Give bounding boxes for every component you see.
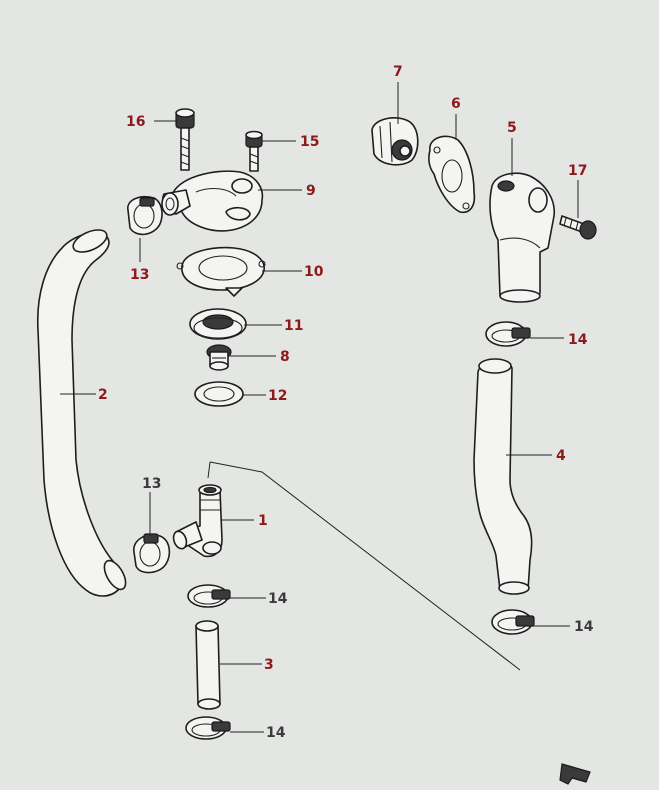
callout-14-right-lower: 14 (574, 619, 594, 635)
part-5-water-outlet (489, 172, 555, 303)
callout-2: 2 (98, 387, 108, 403)
callout-1: 1 (258, 513, 268, 529)
callout-5: 5 (507, 120, 517, 136)
leader-lines (60, 82, 579, 733)
connector-icon (559, 763, 591, 785)
callout-17: 17 (568, 163, 587, 179)
callout-6: 6 (451, 96, 461, 112)
callout-11: 11 (284, 318, 303, 334)
part-11-seal (189, 308, 247, 340)
part-13-upper-clamp (127, 195, 163, 236)
part-14-clamp-a (187, 584, 231, 608)
callouts: 16 15 9 13 10 11 8 12 2 7 6 5 17 14 4 13… (98, 64, 594, 741)
part-14-clamp-c (491, 609, 535, 635)
callout-12: 12 (268, 388, 287, 404)
part-2-long-hose (36, 229, 127, 597)
callout-14-right-upper: 14 (568, 332, 588, 348)
callout-16: 16 (126, 114, 145, 130)
callout-3: 3 (264, 657, 274, 673)
callout-7: 7 (393, 64, 403, 80)
part-16-bolt (175, 108, 195, 171)
part-8-thermostat (206, 344, 232, 371)
part-9-thermostat-cap (161, 170, 264, 232)
part-4-right-hose (473, 358, 533, 595)
part-10-gasket (176, 246, 266, 297)
callout-10: 10 (304, 264, 324, 280)
part-14-clamp-b (485, 321, 531, 347)
part-13-lower-clamp (133, 533, 171, 574)
callout-8: 8 (280, 349, 290, 365)
boundary-line (207, 461, 521, 671)
part-17-bolt (559, 215, 597, 240)
part-6-gasket (428, 135, 476, 214)
part-7-sensor (371, 117, 419, 166)
part-14-clamp-d (185, 716, 231, 740)
part-15-bolt (245, 130, 263, 172)
callout-13-upper: 13 (130, 267, 149, 283)
callout-15: 15 (300, 134, 319, 150)
part-12-o-ring (194, 381, 244, 407)
callout-4: 4 (556, 448, 566, 464)
callout-9: 9 (306, 183, 316, 199)
part-1-elbow-fitting (172, 484, 223, 558)
callout-13-lower: 13 (142, 476, 161, 492)
part-3-short-hose (195, 620, 221, 710)
callout-14-left-upper: 14 (268, 591, 288, 607)
callout-14-left-lower: 14 (266, 725, 286, 741)
